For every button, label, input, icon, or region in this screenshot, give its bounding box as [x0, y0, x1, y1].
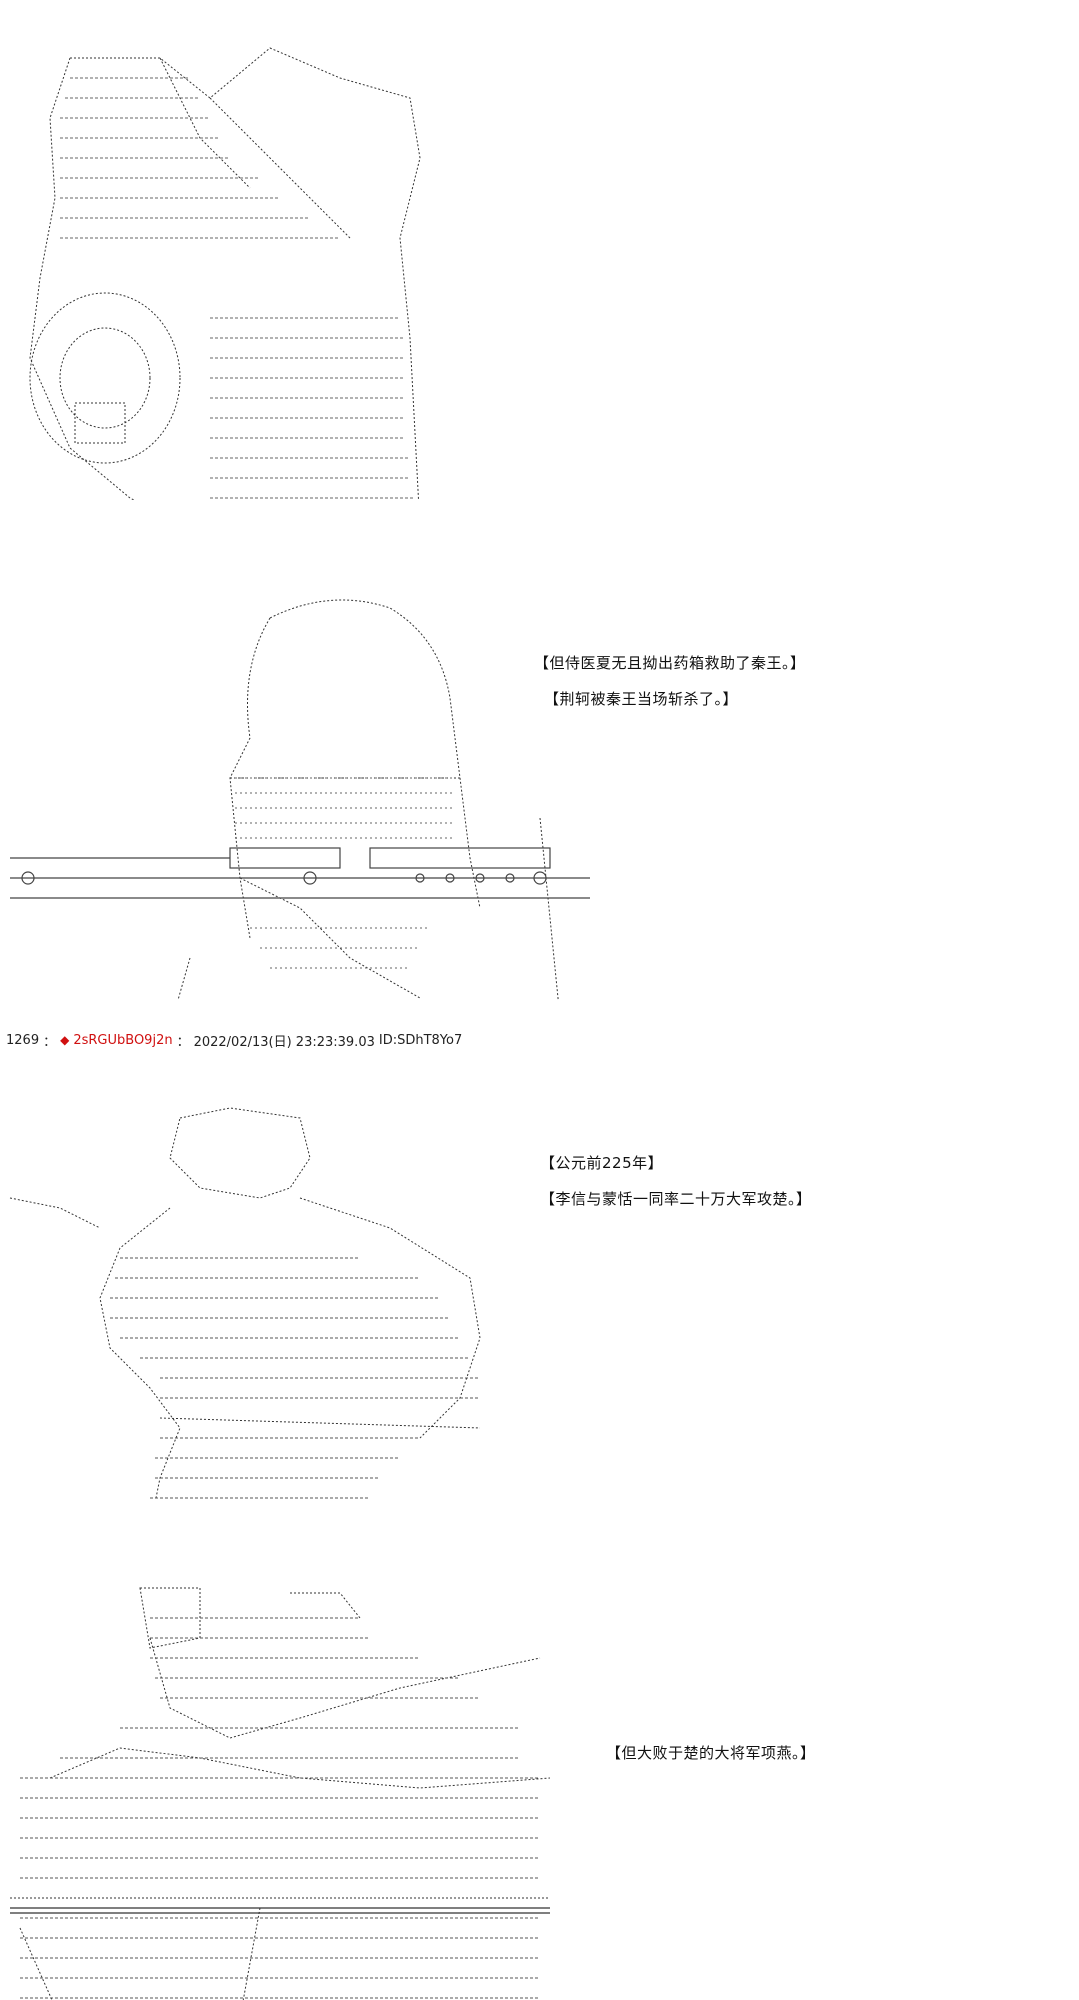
post-datetime: 2022/02/13(日) 23:23:39.03 [193, 1034, 375, 1050]
post-separator: ： [43, 1034, 57, 1050]
ascii-art-battle-scene [10, 1587, 551, 2000]
poster-trip[interactable]: 2sRGUbBO9j2n [73, 1032, 173, 1048]
caption-2: 【荆轲被秦王当场斩杀了。】 [544, 690, 739, 708]
ascii-art-panel-4 [0, 1540, 560, 2000]
post-separator-2: ： [176, 1034, 190, 1050]
post-header: 1269 ： ◆ 2sRGUbBO9j2n ： 2022/02/13(日) 23… [6, 1030, 462, 1050]
ascii-art-figure-warrior [9, 1107, 481, 1500]
caption-1: 【但侍医夏无且拗出药箱救助了秦王。】 [534, 654, 806, 672]
diamond-icon: ◆ [60, 1033, 70, 1047]
ascii-art-figure-sword [10, 599, 590, 1000]
caption-4: 【李信与蒙恬一同率二十万大军攻楚。】 [540, 1190, 812, 1208]
post-id[interactable]: ID:SDhT8Yo7 [378, 1032, 463, 1048]
ascii-art-figure-shield [29, 47, 421, 500]
ascii-art-panel-2 [0, 540, 600, 1000]
ascii-art-panel-1 [10, 0, 430, 500]
caption-3: 【公元前225年】 [540, 1154, 664, 1172]
ascii-art-panel-3 [0, 1060, 500, 1500]
post-number: 1269 [6, 1032, 40, 1048]
caption-5: 【但大败于楚的大将军项燕。】 [606, 1744, 816, 1762]
